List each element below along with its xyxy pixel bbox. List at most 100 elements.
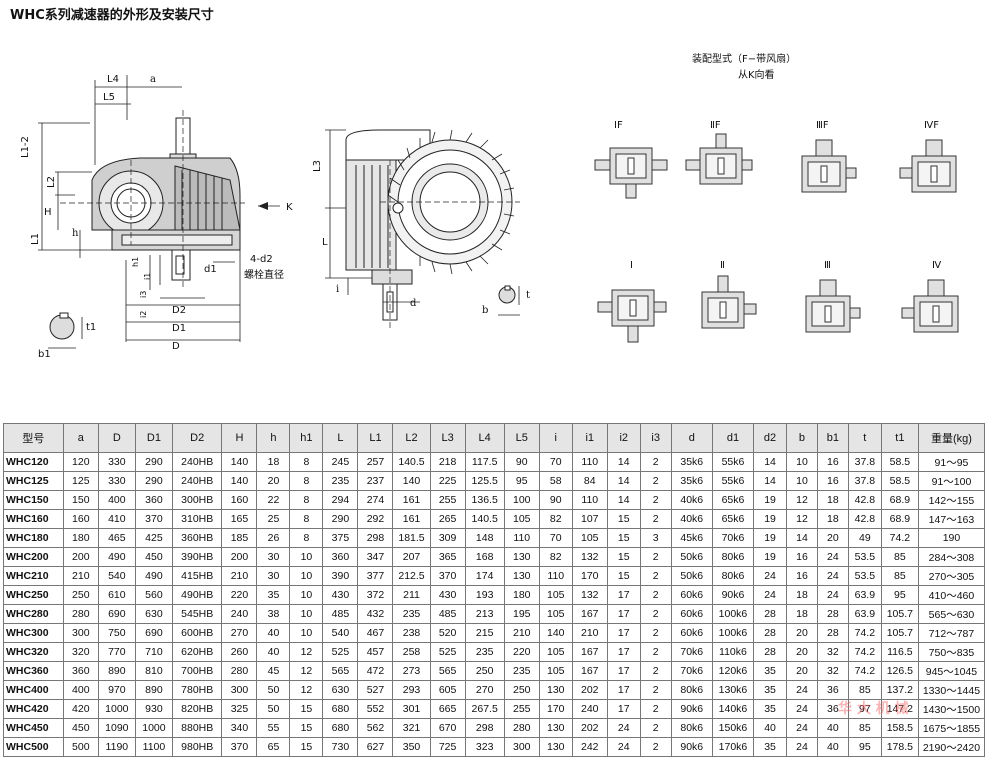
table-cell: 10: [786, 452, 818, 472]
reducer-drawings: L4 a L5 L1-2 L2 H L1 h K h1 i1 i2 i3 d1 …: [20, 52, 959, 360]
table-cell: 980HB: [171, 737, 223, 757]
table-cell: 12: [786, 509, 818, 529]
table-cell: 40: [816, 737, 849, 757]
assembly-diagram-2f: [685, 133, 753, 185]
model-cell: WHC420: [3, 699, 64, 719]
table-cell: 211: [392, 585, 431, 605]
table-cell: 890: [97, 661, 136, 681]
table-cell: 500: [62, 737, 99, 757]
table-cell: 15: [289, 718, 324, 738]
column-header: L5: [503, 423, 540, 453]
table-cell: 40: [753, 718, 788, 738]
table-cell: 520: [429, 623, 466, 643]
table-cell: 53.5: [847, 547, 882, 567]
column-header: h1: [289, 423, 324, 453]
model-cell: WHC120: [3, 452, 64, 472]
table-cell: 40: [816, 718, 849, 738]
table-cell: 2: [639, 718, 672, 738]
table-cell: 58: [538, 471, 573, 491]
table-cell: 105: [538, 604, 573, 624]
table-cell: 24: [786, 680, 818, 700]
model-cell: WHC450: [3, 718, 64, 738]
table-cell: 220: [221, 585, 258, 605]
table-cell: 14: [606, 490, 641, 510]
table-cell: 370: [221, 737, 258, 757]
table-cell: 24: [606, 718, 641, 738]
table-cell: 181.5: [392, 528, 431, 548]
table-cell: 50k6: [670, 547, 713, 567]
label-H: H: [44, 207, 52, 218]
column-header: i3: [639, 423, 672, 453]
table-cell: 750: [97, 623, 136, 643]
table-cell: 15: [606, 509, 641, 529]
table-cell: 30: [256, 547, 291, 567]
table-cell: 70: [538, 528, 573, 548]
table-cell: 30: [256, 566, 291, 586]
table-cell: 321: [392, 718, 431, 738]
table-cell: 95: [847, 737, 882, 757]
table-cell: 105: [503, 509, 540, 529]
assembly-diagram-2: [701, 275, 757, 329]
table-cell: 213: [464, 604, 505, 624]
column-header: D2: [171, 423, 223, 453]
table-cell: 20: [816, 528, 849, 548]
table-cell: 35k6: [670, 471, 713, 491]
table-cell: 70k6: [670, 642, 713, 662]
table-cell: 19: [753, 490, 788, 510]
table-cell: 24: [786, 737, 818, 757]
table-cell: 284～308: [917, 547, 986, 567]
column-header: 重量(kg): [917, 423, 986, 453]
table-cell: 14: [786, 528, 818, 548]
table-cell: 82: [538, 509, 573, 529]
table-cell: 35: [753, 699, 788, 719]
table-cell: 42.8: [847, 490, 882, 510]
label-L: L: [322, 237, 328, 248]
label-a: a: [150, 74, 156, 85]
table-cell: 60k6: [670, 604, 713, 624]
label-h1: h1: [131, 257, 140, 267]
table-cell: 630: [322, 680, 359, 700]
table-cell: 730: [322, 737, 359, 757]
table-cell: 215: [464, 623, 505, 643]
table-cell: 12: [289, 642, 324, 662]
table-cell: 300HB: [171, 490, 223, 510]
table-cell: 20: [256, 471, 291, 491]
table-cell: 210: [571, 623, 608, 643]
label-L1: L1: [30, 233, 41, 245]
column-header: i: [538, 423, 573, 453]
column-header: L: [322, 423, 359, 453]
label-b1: b1: [38, 349, 51, 360]
table-cell: 68.9: [880, 490, 919, 510]
table-cell: 80k6: [711, 566, 755, 586]
table-cell: 36: [816, 680, 849, 700]
table-cell: 90: [538, 490, 573, 510]
label-bolt: 4-d2: [250, 254, 273, 265]
table-cell: 17: [606, 661, 641, 681]
table-cell: 680: [322, 699, 359, 719]
table-cell: 750～835: [917, 642, 986, 662]
table-cell: 485: [429, 604, 466, 624]
table-cell: 545HB: [171, 604, 223, 624]
table-cell: 2: [639, 490, 672, 510]
label-L5: L5: [103, 92, 115, 103]
table-cell: 310HB: [171, 509, 223, 529]
table-cell: 16: [786, 566, 818, 586]
table-cell: 467: [357, 623, 394, 643]
table-cell: 274: [357, 490, 394, 510]
table-cell: 15: [606, 528, 641, 548]
label-K: K: [286, 202, 293, 213]
model-cell: WHC200: [3, 547, 64, 567]
table-cell: 415HB: [171, 566, 223, 586]
table-cell: 770: [97, 642, 136, 662]
table-cell: 55: [256, 718, 291, 738]
table-cell: 375: [322, 528, 359, 548]
table-cell: 140: [538, 623, 573, 643]
table-cell: 400: [97, 490, 136, 510]
side-view: [345, 129, 520, 330]
table-cell: 158.5: [880, 718, 919, 738]
table-cell: 19: [753, 547, 788, 567]
table-cell: 2: [639, 642, 672, 662]
table-cell: 58.5: [880, 452, 919, 472]
